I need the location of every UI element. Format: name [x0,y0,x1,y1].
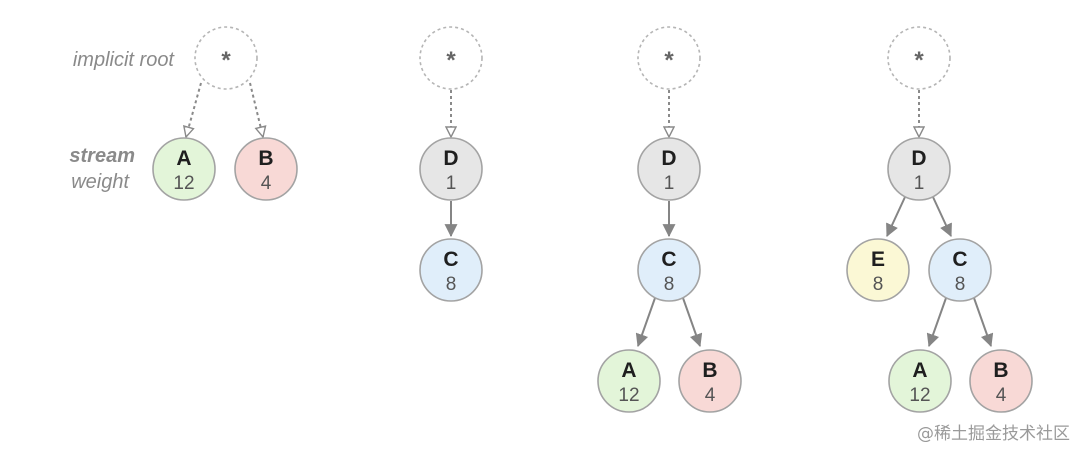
node-weight: 8 [446,274,457,295]
stream-node-d: D 1 [419,137,483,201]
node-letter: B [702,359,717,382]
implicit-root-node: * [637,26,701,90]
node-letter: C [661,248,676,271]
node-weight: 12 [909,385,930,406]
node-letter: A [912,359,927,382]
node-letter: B [993,359,1008,382]
node-weight: 4 [261,173,272,194]
stream-node-a: A 12 [597,349,661,413]
node-letter: D [443,147,458,170]
stream-node-a: A 12 [152,137,216,201]
implicit-root-label: implicit root [73,49,176,71]
stream-node-d: D 1 [637,137,701,201]
implicit-root-node: * [194,26,258,90]
diagram-4: * D 1 E 8 C 8 A 12 B 4 [846,26,1033,413]
diagram-3: * D 1 C 8 A 12 B 4 [597,26,742,413]
node-weight: 1 [914,173,925,194]
root-label: * [914,47,924,74]
root-label: * [664,47,674,74]
node-letter: D [911,147,926,170]
node-weight: 12 [173,173,194,194]
node-letter: A [176,147,191,170]
node-letter: A [621,359,636,382]
node-weight: 8 [955,274,966,295]
watermark: @稀土掘金技术社区 [917,424,1070,444]
implicit-root-node: * [887,26,951,90]
edge-c-to-a [635,297,656,348]
diagram-2: * D 1 C 8 [419,26,483,302]
node-weight: 12 [618,385,639,406]
stream-node-c: C 8 [928,238,992,302]
stream-node-b: B 4 [678,349,742,413]
node-weight: 4 [996,385,1007,406]
diagram-1: * A 12 B 4 [152,26,298,201]
node-weight: 4 [705,385,716,406]
edge-d-to-e [886,196,906,237]
implicit-root-node: * [419,26,483,90]
node-letter: C [443,248,458,271]
root-label: * [446,47,456,74]
node-weight: 8 [873,274,884,295]
root-label: * [221,47,231,74]
node-letter: B [258,147,273,170]
node-letter: D [661,147,676,170]
stream-label: stream [69,145,135,167]
stream-node-a: A 12 [888,349,952,413]
stream-node-b: B 4 [969,349,1033,413]
node-weight: 1 [446,173,457,194]
edge-c-to-b [973,297,994,348]
stream-node-c: C 8 [419,238,483,302]
edge-d-to-c [932,196,952,237]
node-weight: 1 [664,173,675,194]
stream-node-e: E 8 [846,238,910,302]
node-letter: C [952,248,967,271]
edge-root-to-a [186,82,202,137]
edge-root-to-b [249,82,263,137]
edge-c-to-a [926,297,947,348]
stream-node-d: D 1 [887,137,951,201]
node-letter: E [871,248,885,271]
stream-node-b: B 4 [234,137,298,201]
node-weight: 8 [664,274,675,295]
edge-c-to-b [682,297,703,348]
weight-label: weight [71,171,130,193]
stream-node-c: C 8 [637,238,701,302]
